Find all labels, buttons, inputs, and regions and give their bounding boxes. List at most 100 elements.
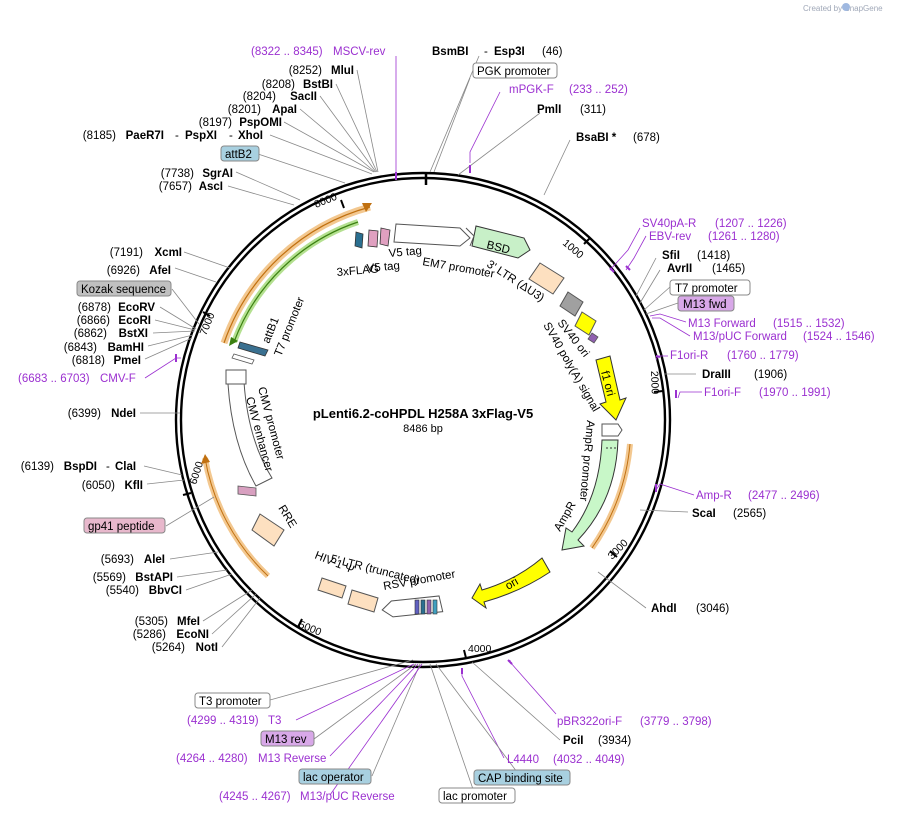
feature-small-bar-3[interactable] xyxy=(426,599,432,615)
box-lac-operator[interactable] xyxy=(298,768,372,785)
enzyme-pmli[interactable]: PmlI xyxy=(537,104,561,116)
enzyme-kfli[interactable]: KflI xyxy=(124,480,143,492)
primer-mscv-rev[interactable]: MSCV-rev xyxy=(333,46,386,58)
box-t3-promoter-text: T3 promoter xyxy=(199,696,262,708)
enzyme-xhoi[interactable]: XhoI xyxy=(238,130,263,142)
primer-m13-forward[interactable]: M13 Forward xyxy=(688,318,756,330)
feature-3xflag[interactable] xyxy=(354,231,364,249)
enzyme-ecorv[interactable]: EcoRV xyxy=(118,302,155,314)
enzyme-bsabi[interactable]: BsaBI * xyxy=(576,132,617,144)
enzyme-asci[interactable]: AscI xyxy=(199,181,223,193)
feature-f1-ori[interactable] xyxy=(595,355,627,421)
enzyme-pspomi[interactable]: PspOMI xyxy=(239,117,282,129)
primer-m13-puc-forward[interactable]: M13/pUC Forward xyxy=(693,331,787,343)
primer-f1ori-r[interactable]: F1ori-R xyxy=(670,350,708,362)
feature-ampr[interactable] xyxy=(561,439,619,551)
feature-small-purple[interactable] xyxy=(587,332,599,344)
enzyme-bsmbi[interactable]: BsmBI xyxy=(432,46,468,58)
box-t7-promoter[interactable] xyxy=(669,279,751,296)
enzyme-alei-pos: (5693) xyxy=(101,554,134,566)
enzyme-ndei[interactable]: NdeI xyxy=(111,408,136,420)
enzyme-kfli-pos: (6050) xyxy=(82,480,115,492)
enzyme-pcii[interactable]: PciI xyxy=(563,735,583,747)
feature-ampr-promoter[interactable] xyxy=(601,423,623,437)
feature-grey-block[interactable] xyxy=(559,291,584,317)
enzyme-sacii[interactable]: SacII xyxy=(290,91,317,103)
box-kozak[interactable] xyxy=(76,280,172,297)
enzyme-avrii[interactable]: AvrII xyxy=(667,263,692,275)
feature-bsd[interactable] xyxy=(471,225,531,259)
primer-sv40pa-r[interactable]: SV40pA-R xyxy=(642,218,696,230)
enzyme-pspxi[interactable]: PspXI xyxy=(185,130,217,142)
box-attb2[interactable] xyxy=(220,145,260,162)
enzyme-bspdi[interactable]: BspDI xyxy=(64,461,97,473)
snapgene-logo-icon xyxy=(842,3,850,11)
feature-small-bar-2[interactable] xyxy=(420,599,426,615)
enzyme-mfei[interactable]: MfeI xyxy=(177,616,200,628)
primer-mpgk-f[interactable]: mPGK-F xyxy=(509,84,554,96)
enzymes-right: SfiI (1418) AvrII (1465) DraIII (1906) S… xyxy=(563,250,787,747)
green-arrowhead xyxy=(229,337,238,346)
enzyme-xcmi[interactable]: XcmI xyxy=(155,247,183,259)
primer-m13-puc-forward-range: (1524 .. 1546) xyxy=(803,331,875,343)
feature-small-bar-4[interactable] xyxy=(432,599,438,615)
enzyme-sgrai[interactable]: SgrAI xyxy=(202,168,233,180)
primer-amp-r[interactable]: Amp-R xyxy=(696,490,732,502)
feature-cmv-enhancer[interactable] xyxy=(227,381,273,487)
primer-f1ori-f[interactable]: F1ori-F xyxy=(704,387,741,399)
primer-m13-puc-reverse[interactable]: M13/pUC Reverse xyxy=(300,791,395,803)
feature-em7-promoter[interactable] xyxy=(393,223,471,247)
enzyme-bbvci[interactable]: BbvCI xyxy=(149,585,182,597)
feature-hiv-psi[interactable] xyxy=(317,577,347,599)
enzyme-xcmi-pos: (7191) xyxy=(110,247,143,259)
primer-ebv-rev[interactable]: EBV-rev xyxy=(649,231,691,243)
box-m13-fwd[interactable] xyxy=(677,295,735,312)
enzyme-afei[interactable]: AfeI xyxy=(149,265,171,277)
feature-attb1[interactable] xyxy=(237,341,269,357)
enzyme-draiii[interactable]: DraIII xyxy=(702,369,731,381)
box-gp41[interactable] xyxy=(83,517,166,534)
box-cap-binding-site[interactable] xyxy=(473,769,571,786)
primer-m13-reverse[interactable]: M13 Reverse xyxy=(258,753,326,765)
enzyme-bstapi[interactable]: BstAPI xyxy=(135,572,173,584)
primer-cmv-f[interactable]: CMV-F xyxy=(100,373,136,385)
primer-pbr322ori-f[interactable]: pBR322ori-F xyxy=(557,716,622,728)
box-lac-operator-text: lac operator xyxy=(303,772,364,784)
enzyme-ahdi[interactable]: AhdI xyxy=(651,603,677,615)
enzyme-apai[interactable]: ApaI xyxy=(272,104,297,116)
box-pgk-promoter[interactable] xyxy=(472,62,558,79)
primer-l4440[interactable]: L4440 xyxy=(507,754,539,766)
feature-cmv-promoter[interactable] xyxy=(225,369,247,385)
enzyme-scai[interactable]: ScaI xyxy=(692,508,716,520)
enzyme-bstxi[interactable]: BstXI xyxy=(119,328,148,340)
enzyme-econi[interactable]: EcoNI xyxy=(176,629,209,641)
enzyme-bstapi-pos: (5569) xyxy=(93,572,126,584)
feature-ori[interactable] xyxy=(471,557,551,610)
feature-rre[interactable] xyxy=(251,513,285,547)
feature-3ltr[interactable] xyxy=(528,262,565,295)
enzyme-pmei[interactable]: PmeI xyxy=(114,355,142,367)
box-t3-promoter[interactable] xyxy=(194,692,271,709)
primer-t3[interactable]: T3 xyxy=(268,715,281,727)
enzyme-bstbi[interactable]: BstBI xyxy=(303,79,333,91)
feature-5ltr[interactable] xyxy=(347,589,379,613)
enzyme-paer7i[interactable]: PaeR7I xyxy=(126,130,164,142)
primer-m13-puc-reverse-range: (4245 .. 4267) xyxy=(219,791,291,803)
enzyme-noti[interactable]: NotI xyxy=(196,642,218,654)
feature-gp41[interactable] xyxy=(237,485,257,497)
enzyme-bamhi[interactable]: BamHI xyxy=(108,342,144,354)
feature-v5-tag-1[interactable] xyxy=(379,227,391,247)
box-m13-fwd-text: M13 fwd xyxy=(683,299,726,311)
enzyme-alei[interactable]: AleI xyxy=(144,554,165,566)
box-m13-rev[interactable] xyxy=(260,730,315,747)
feature-sv40-ori[interactable] xyxy=(574,311,597,336)
enzyme-mlui[interactable]: MluI xyxy=(331,65,354,77)
enzyme-clai[interactable]: ClaI xyxy=(115,461,136,473)
feature-t7-small[interactable] xyxy=(231,353,255,365)
enzyme-ecori[interactable]: EcoRI xyxy=(118,315,151,327)
enzyme-sfii[interactable]: SfiI xyxy=(662,250,680,262)
enzyme-esp3i[interactable]: Esp3I xyxy=(494,46,525,58)
feature-v5-tag-2[interactable] xyxy=(367,229,379,248)
box-lac-promoter[interactable] xyxy=(438,787,516,804)
feature-small-bar-1[interactable] xyxy=(414,599,420,615)
